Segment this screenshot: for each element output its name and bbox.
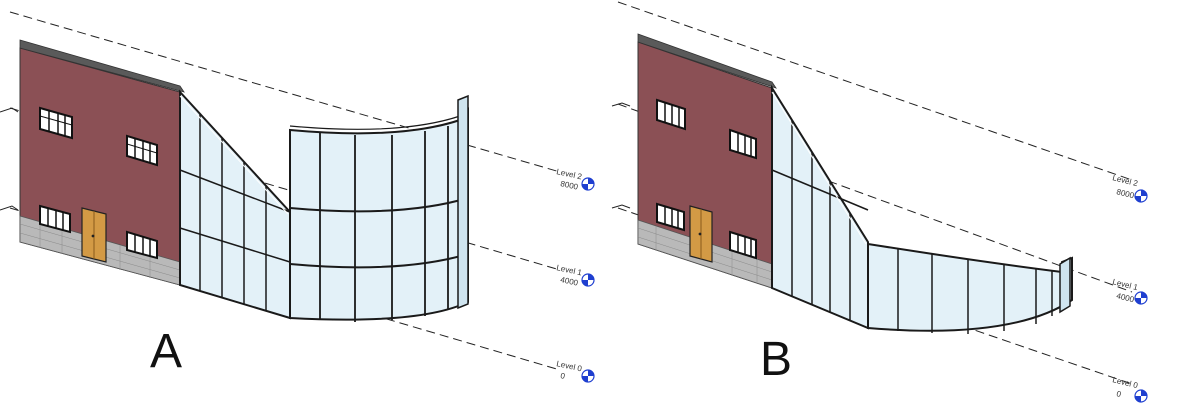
level-name: Level 2 — [1112, 173, 1140, 188]
window — [656, 202, 685, 232]
level-marker-icon[interactable] — [581, 369, 595, 383]
wall-top — [19, 39, 185, 93]
level-head-0: Level 0 0 — [1112, 375, 1148, 403]
level-marker-icon[interactable] — [581, 273, 595, 287]
level-head-1: Level 1 4000 — [556, 263, 595, 288]
window — [729, 128, 757, 160]
view-a-caption: A — [150, 325, 183, 378]
level-head-2: Level 2 8000 — [1112, 173, 1148, 203]
level-elevation: 0 — [560, 371, 567, 381]
level-elevation: 0 — [1116, 389, 1123, 399]
level-name: Level 0 — [1112, 375, 1140, 390]
view-b: Level 2 8000 Level 1 4000 Level 0 0 — [611, 0, 1188, 409]
window — [656, 98, 686, 131]
view-b-drawing: Level 2 8000 Level 1 4000 Level 0 0 — [611, 1, 1148, 403]
door — [81, 207, 107, 263]
view-a-drawing: Level 2 8000 Level 1 4000 Level 0 0 — [0, 11, 595, 383]
curtain-wall-sloped — [771, 84, 869, 330]
curtain-wall-sloped — [179, 89, 291, 320]
level-marker-icon[interactable] — [1134, 189, 1148, 203]
level-elevation: 4000 — [1116, 291, 1136, 304]
wall-top — [637, 33, 777, 89]
level-marker-icon[interactable] — [1134, 389, 1148, 403]
level-head-0: Level 0 0 — [556, 359, 595, 383]
level-elevation: 8000 — [560, 179, 580, 192]
window — [729, 230, 757, 260]
window — [126, 230, 158, 260]
level-name: Level 0 — [556, 359, 584, 373]
level-head-1: Level 1 4000 — [1112, 277, 1148, 305]
curtain-wall-curved — [867, 242, 1073, 334]
panel-divider — [604, 0, 606, 409]
view-a: Level 2 8000 Level 1 4000 Level 0 0 — [0, 11, 595, 383]
level-elevation: 4000 — [560, 275, 580, 288]
level-name: Level 2 — [556, 167, 584, 181]
level-head-2: Level 2 8000 — [556, 167, 595, 192]
level-marker-icon[interactable] — [1134, 291, 1148, 305]
level-elevation: 8000 — [1116, 187, 1136, 200]
door — [689, 205, 713, 263]
level-2-line — [617, 1, 1133, 181]
level-marker-icon[interactable] — [581, 177, 595, 191]
view-b-caption: B — [760, 333, 793, 386]
window — [126, 134, 158, 167]
window — [39, 204, 71, 234]
curtain-wall-curved — [289, 94, 469, 322]
window — [39, 106, 73, 140]
level-name: Level 1 — [556, 263, 584, 277]
